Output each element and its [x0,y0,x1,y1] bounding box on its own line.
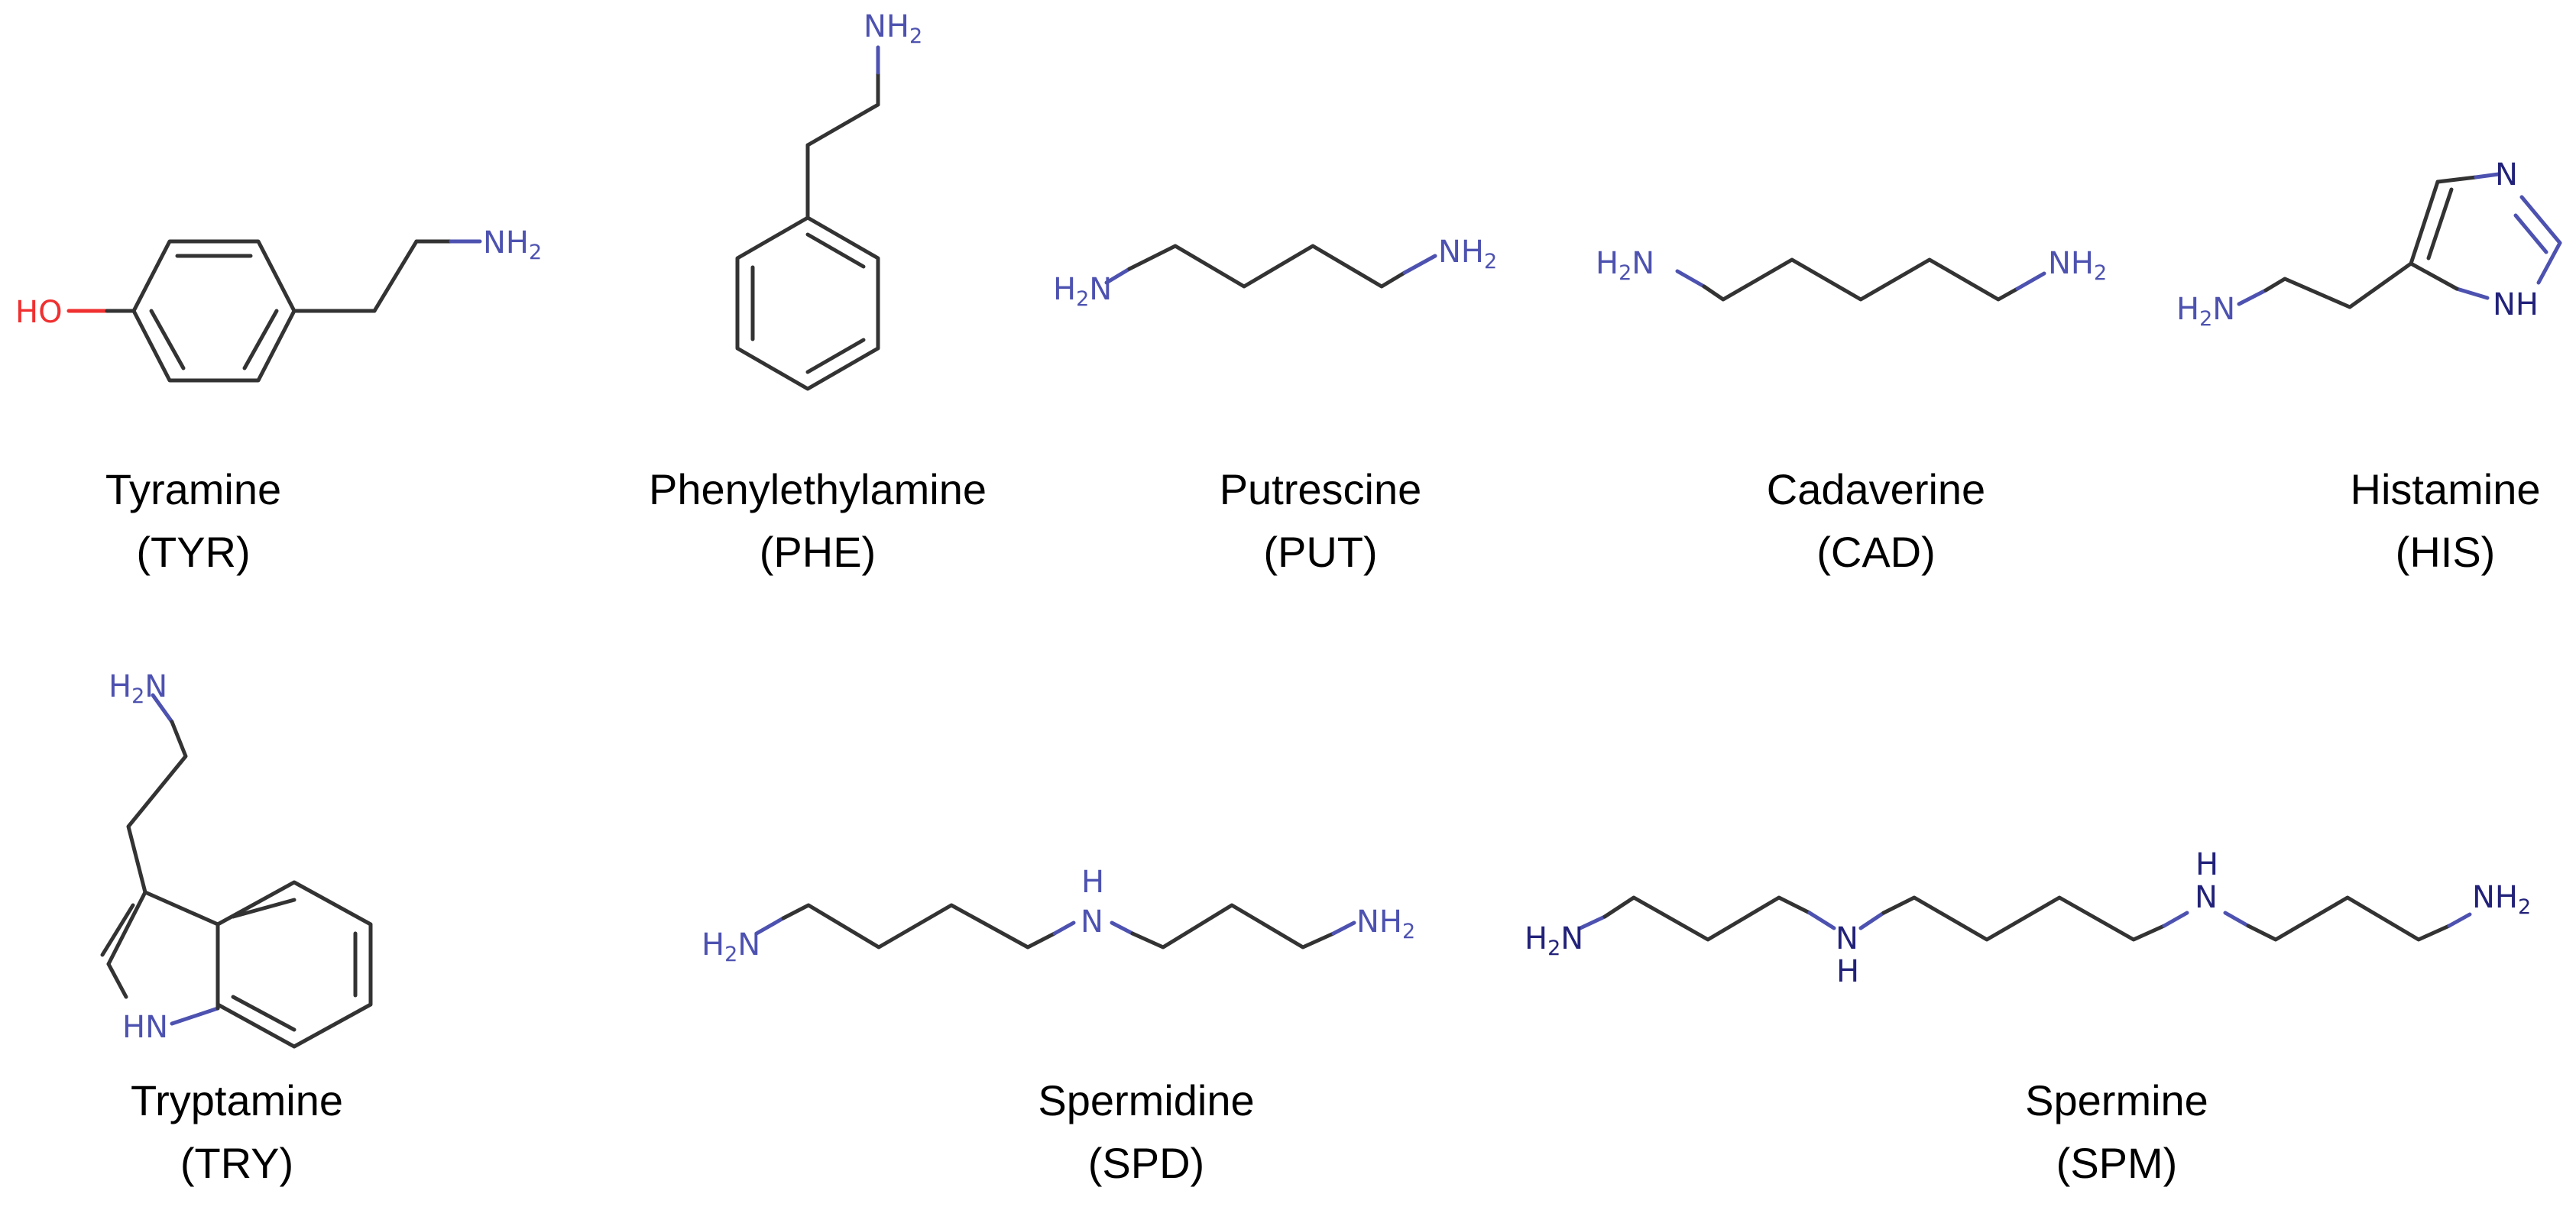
atom-h-1: H [1836,954,1859,989]
carbon-chain [1127,244,1407,289]
atom-hydroxyl: HO [15,295,63,330]
bond-double [805,338,866,374]
carbon-chain [1702,257,2020,302]
caption-abbr: (SPD) [1088,1139,1204,1187]
atom-amine-right: NH2 [1356,904,1415,943]
bond-c-n [1402,254,1437,275]
atom-amine-right: NH2 [1438,235,1497,273]
bond-c-n [2015,271,2046,291]
ring-bond-double [100,903,135,957]
ring-bond [2435,175,2478,184]
benzene-ring [215,880,373,1049]
bond-double [805,232,866,269]
bond-c-n [1807,911,1836,930]
carbon-chain-2 [1881,895,2166,942]
bond-n-c [1858,911,1886,930]
caption-abbr: (PUT) [1263,528,1377,576]
bond-double [242,309,279,370]
atom-amine-left: H2N [1525,921,1583,960]
caption-name: Cadaverine [1767,465,1985,513]
ring-bond-n [2536,241,2562,285]
caption-abbr: (HIS) [2396,528,2496,576]
bond-double [149,309,186,370]
bond-double [231,898,296,919]
bond-double [231,995,296,1032]
ring-bond-n [170,1006,220,1026]
atom-amine-left: H2N [1596,246,1654,285]
ring-bond [106,890,147,966]
bond [805,102,880,147]
atom-amine: H2N [2176,292,2235,331]
carbon-chain-2 [1130,903,1336,950]
caption-name: Histamine [2351,465,2541,513]
caption-abbr: (SPM) [2056,1139,2178,1187]
bond-c-n [2447,912,2472,928]
molecule-cadaverine: H2N NH2 Cadaverine (CAD) [1596,246,2107,576]
benzene-ring [131,239,296,383]
carbon-chain-1 [1602,895,1812,942]
ring-bond-n [2474,172,2501,180]
atom-amine: NH2 [864,9,922,48]
bond-n-c [1675,269,1706,289]
caption-name: Tyramine [105,465,281,513]
atom-ring-nh: NH [2493,287,2539,322]
bond-n-c [1578,914,1607,930]
atom-amine-left: H2N [1053,272,1112,311]
atom-amine-left: H2N [702,927,760,966]
bond-n-c [754,916,786,936]
caption-name: Phenylethylamine [649,465,987,513]
ring-bond-n [2454,286,2490,300]
molecule-putrescine: H2N NH2 Putrescine (PUT) [1053,235,1497,576]
ring-bond-n [2519,195,2562,245]
bond-c-n [1052,920,1076,936]
atom-amine-right: NH2 [2048,246,2107,285]
caption-name: Spermidine [1038,1076,1254,1124]
molecule-tryptamine: H2N HN Tryptamine (TRY) [100,669,373,1187]
bond-c-n [2162,911,2189,928]
ring-bond-n-double [2513,213,2548,254]
atom-n-1: N [1836,921,1858,956]
caption-abbr: (TYR) [136,528,250,576]
atom-h-2: H [2195,847,2218,882]
molecule-tyramine: HO NH2 Tyramine (TYR) [15,225,542,576]
carbon-chain-3 [2246,895,2451,942]
molecule-spermine: H2N N H H N NH2 Spermine (SPM) [1525,847,2531,1187]
atom-amine-right: NH2 [2472,880,2531,919]
carbon-chain [2263,261,2413,309]
bond-n-c [151,693,174,724]
bond-n-c [2223,911,2250,928]
caption-name: Spermine [2025,1076,2208,1124]
bond-n-c [1110,920,1135,936]
ring-bond [2409,180,2440,266]
atom-amine: NH2 [483,225,542,264]
carbon-chain [126,720,188,895]
ring-bond [143,890,220,927]
molecule-phenylethylamine: NH2 Phenylethylamine (PHE) [649,9,987,576]
molecule-histamine: N NH H2N Histamine (HIS) [2176,157,2562,576]
atom-n: N [1081,904,1103,940]
caption-abbr: (CAD) [1816,528,1936,576]
caption-abbr: (TRY) [180,1139,293,1187]
atom-amine: H2N [109,669,167,708]
caption-name: Tryptamine [131,1076,343,1124]
bond-n-c [2237,288,2268,306]
atom-n-2: N [2195,880,2218,915]
caption-name: Putrescine [1220,465,1422,513]
bond-n-c [1104,267,1132,285]
atom-h: H [1081,865,1104,900]
ring-bond-double [2426,187,2454,260]
molecule-spermidine: H2N H N NH2 Spermidine (SPD) [702,865,1415,1187]
atom-ring-nh: HN [122,1010,168,1045]
benzene-ring [735,215,880,391]
ring-bond [106,962,128,999]
carbon-chain-1 [781,903,1057,950]
bond [372,239,419,313]
atom-ring-n: N [2495,157,2518,192]
ring-bond [2409,261,2459,291]
caption-abbr: (PHE) [760,528,876,576]
bond-c-n [1331,920,1356,936]
